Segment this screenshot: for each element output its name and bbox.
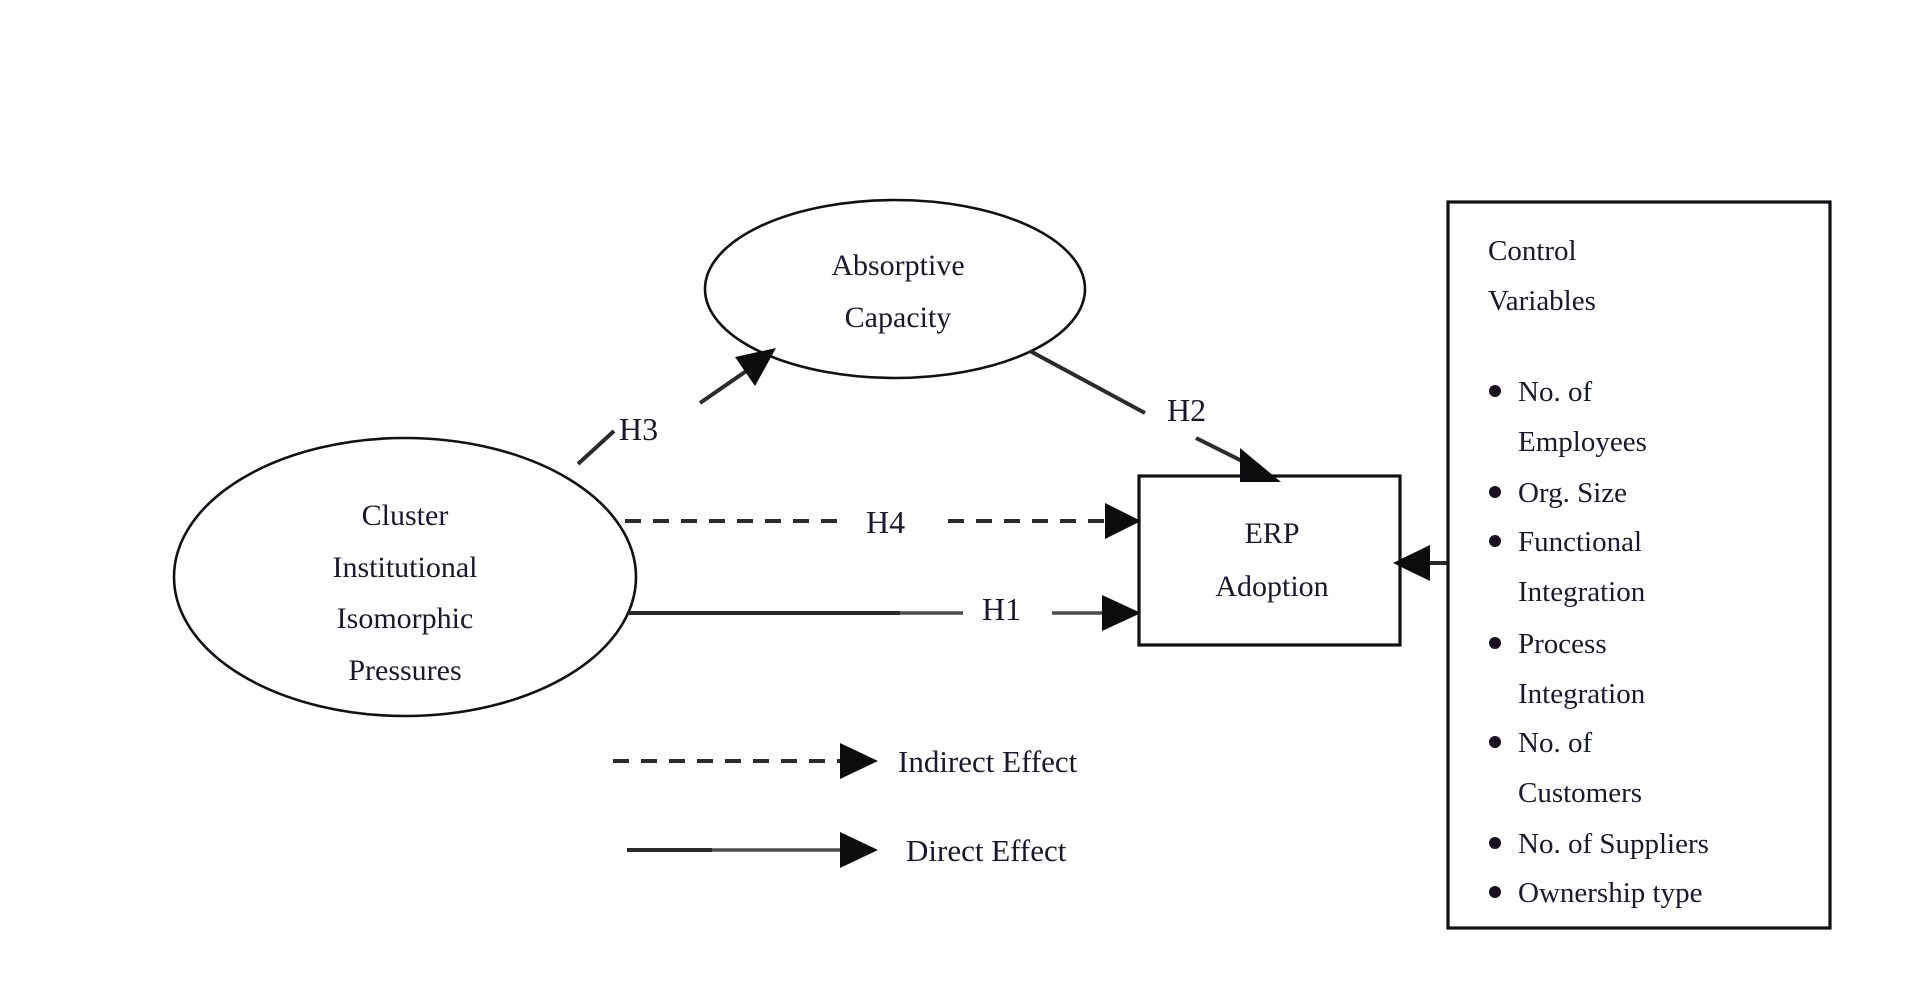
control-panel-title-line1: Control	[1488, 235, 1577, 267]
predictor-ellipse-outline	[172, 436, 638, 718]
legend-entry-direct-effect: Direct Effect	[627, 832, 1067, 868]
node-cluster-institutional-isomorphic-pressures[interactable]: Cluster Institutional Isomorphic Pressur…	[172, 436, 638, 718]
node-erp-adoption[interactable]: ERP Adoption	[1137, 474, 1402, 647]
control-panel-item: Functional Integration	[1489, 526, 1646, 608]
control-item-4-line2: Customers	[1518, 777, 1642, 809]
h1-arrowhead-icon	[1102, 595, 1141, 631]
control-item-3-line2: Integration	[1518, 678, 1646, 710]
control-panel-title-line2: Variables	[1488, 285, 1596, 317]
h4-arrowhead-icon	[1105, 503, 1141, 539]
h3-line-segment-lower	[576, 429, 616, 466]
bullet-icon	[1489, 637, 1501, 649]
control-panel-item: Ownership type	[1489, 877, 1702, 909]
bullet-icon	[1489, 886, 1501, 898]
path-h1[interactable]: H1	[628, 591, 1141, 631]
h2-line-segment-upper	[1029, 349, 1146, 415]
bullet-icon	[1489, 486, 1501, 498]
control-panel-outline	[1446, 200, 1832, 930]
h2-line-segment-lower	[1195, 436, 1249, 466]
control-item-2-line2: Integration	[1518, 576, 1646, 608]
outcome-box-outline	[1137, 474, 1402, 647]
control-panel-item: Org. Size	[1489, 477, 1627, 509]
h1-label: H1	[982, 591, 1021, 627]
path-h2[interactable]: H2	[1029, 349, 1281, 482]
predictor-label-line2: Institutional	[333, 551, 478, 584]
mediator-label-line1: Absorptive	[831, 249, 964, 282]
control-item-5-line1: No. of Suppliers	[1518, 828, 1709, 860]
bullet-icon	[1489, 535, 1501, 547]
control-arrowhead-icon	[1393, 545, 1430, 581]
outcome-label-line1: ERP	[1244, 517, 1299, 550]
legend-entry-indirect-effect: Indirect Effect	[613, 743, 1078, 779]
h2-arrowhead-icon	[1240, 448, 1281, 482]
control-item-2-line1: Functional	[1518, 526, 1642, 558]
path-h3[interactable]: H3	[576, 348, 776, 466]
predictor-label-line1: Cluster	[362, 499, 449, 532]
control-item-4-line1: No. of	[1518, 727, 1592, 759]
bullet-icon	[1489, 385, 1501, 397]
bullet-icon	[1489, 837, 1501, 849]
mediator-label-line2: Capacity	[845, 301, 952, 334]
h2-label: H2	[1167, 392, 1206, 428]
legend-indirect-arrowhead-icon	[840, 743, 878, 779]
control-item-3-line1: Process	[1518, 628, 1607, 660]
control-item-0-line2: Employees	[1518, 426, 1647, 458]
legend-indirect-label: Indirect Effect	[898, 744, 1078, 779]
control-item-1-line1: Org. Size	[1518, 477, 1627, 509]
control-panel-item: No. of Customers	[1489, 727, 1642, 809]
h3-label: H3	[619, 411, 658, 447]
control-panel-item: No. of Suppliers	[1489, 828, 1709, 860]
h4-label: H4	[866, 504, 905, 540]
control-item-0-line1: No. of	[1518, 376, 1592, 408]
bullet-icon	[1489, 736, 1501, 748]
predictor-label-line4: Pressures	[348, 654, 461, 687]
legend-direct-arrowhead-icon	[840, 832, 878, 868]
path-control-variables-to-erp-adoption[interactable]	[1393, 545, 1447, 581]
control-variables-panel[interactable]: Control Variables No. of Employees Org. …	[1446, 200, 1832, 930]
control-panel-item: No. of Employees	[1489, 376, 1647, 458]
predictor-label-line3: Isomorphic	[337, 602, 474, 635]
node-absorptive-capacity[interactable]: Absorptive Capacity	[703, 198, 1087, 380]
control-item-6-line1: Ownership type	[1518, 877, 1702, 909]
control-panel-item: Process Integration	[1489, 628, 1646, 710]
legend-direct-label: Direct Effect	[906, 833, 1067, 868]
mediator-ellipse-outline	[703, 198, 1087, 380]
outcome-label-line2: Adoption	[1215, 570, 1328, 603]
h3-arrowhead-icon	[735, 348, 776, 386]
path-h4[interactable]: H4	[625, 503, 1141, 540]
